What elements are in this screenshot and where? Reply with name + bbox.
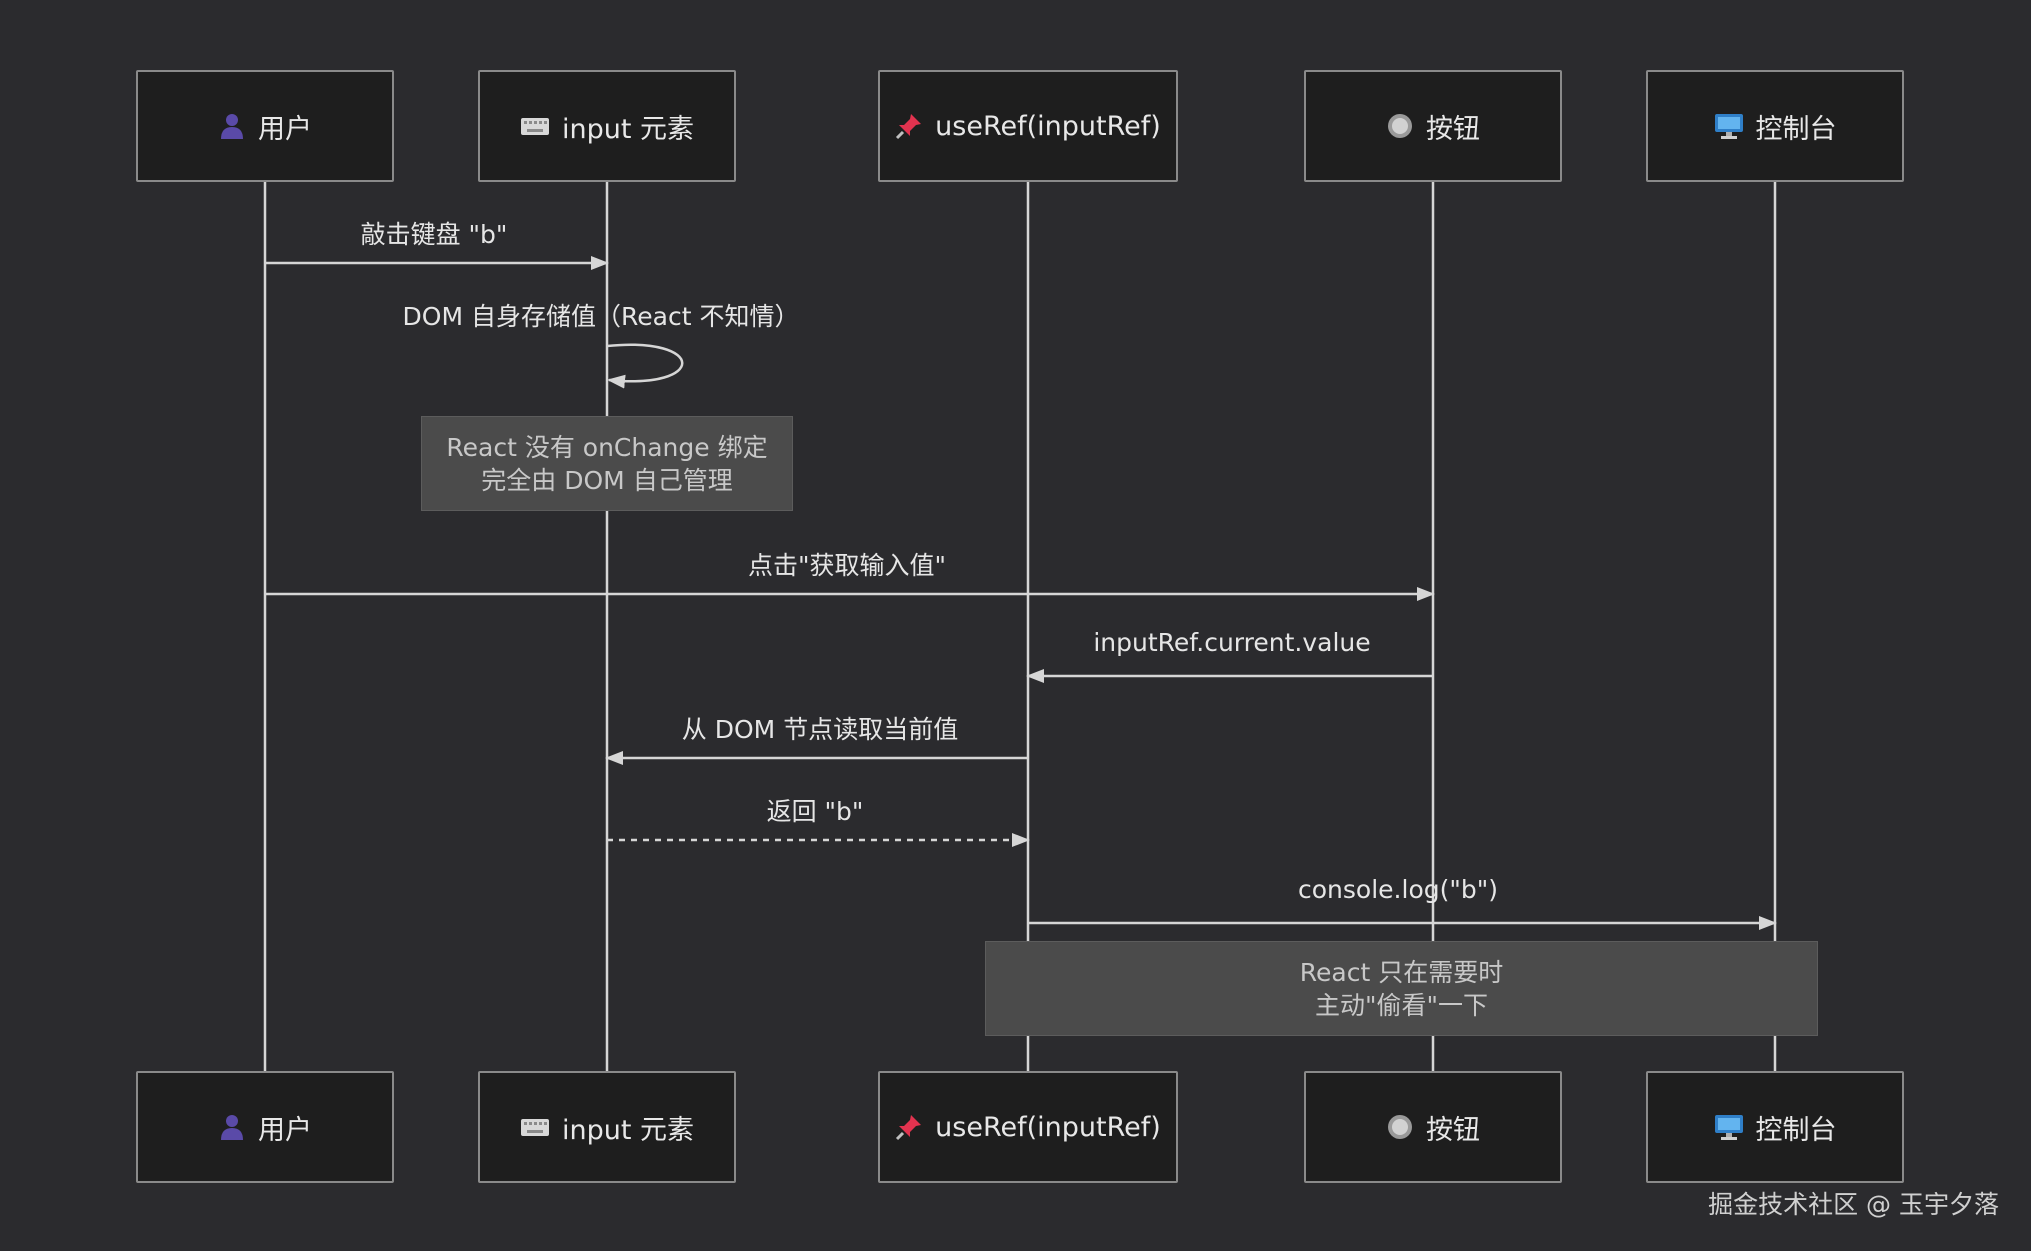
participant-console-top: 控制台 bbox=[1646, 70, 1904, 182]
pin-icon bbox=[895, 1113, 923, 1141]
participant-ref-top: useRef(inputRef) bbox=[878, 70, 1178, 182]
note-line: React 没有 onChange 绑定 bbox=[446, 432, 768, 462]
user-icon bbox=[218, 112, 246, 140]
pin-icon bbox=[895, 112, 923, 140]
participant-label: useRef(inputRef) bbox=[935, 110, 1161, 142]
monitor-icon bbox=[1714, 112, 1744, 140]
participant-input-top: input 元素 bbox=[478, 70, 736, 182]
participant-label: useRef(inputRef) bbox=[935, 1111, 1161, 1143]
note-react-peeks: React 只在需要时 主动"偷看"一下 bbox=[985, 941, 1818, 1036]
message-label-read-dom: 从 DOM 节点读取当前值 bbox=[681, 715, 959, 744]
note-dom-managed: React 没有 onChange 绑定 完全由 DOM 自己管理 bbox=[421, 416, 793, 511]
participant-label: input 元素 bbox=[561, 1114, 695, 1146]
participant-input-bottom: input 元素 bbox=[478, 1071, 736, 1183]
participant-label: 控制台 bbox=[1755, 1114, 1837, 1146]
note-line: 主动"偷看"一下 bbox=[1315, 990, 1488, 1020]
message-label-dom-stores: DOM 自身存储值（React 不知情） bbox=[402, 302, 800, 331]
message-label-console-log: console.log("b") bbox=[1298, 875, 1498, 904]
participant-console-bottom: 控制台 bbox=[1646, 1071, 1904, 1183]
message-arrows bbox=[265, 256, 1777, 930]
participant-label: 按钮 bbox=[1426, 113, 1480, 145]
monitor-icon bbox=[1714, 1113, 1744, 1141]
participant-label: 用户 bbox=[258, 113, 312, 145]
watermark: 掘金技术社区 @ 玉宇夕落 bbox=[1708, 1190, 1999, 1219]
note-line: 完全由 DOM 自己管理 bbox=[481, 465, 733, 495]
participant-button-bottom: 按钮 bbox=[1304, 1071, 1562, 1183]
keyboard-icon bbox=[520, 1116, 550, 1138]
participant-label: 按钮 bbox=[1426, 1114, 1480, 1146]
participant-label: 用户 bbox=[258, 1114, 312, 1146]
radio-button-icon bbox=[1386, 1113, 1414, 1141]
participant-label: 控制台 bbox=[1755, 113, 1837, 145]
participant-user-top: 用户 bbox=[136, 70, 394, 182]
participant-label: input 元素 bbox=[561, 113, 695, 145]
participant-user-bottom: 用户 bbox=[136, 1071, 394, 1183]
message-label-return: 返回 "b" bbox=[766, 797, 864, 826]
message-label-current-value: inputRef.current.value bbox=[1093, 628, 1371, 657]
participant-button-top: 按钮 bbox=[1304, 70, 1562, 182]
self-message-arrow bbox=[606, 343, 684, 389]
message-label-keystroke: 敲击键盘 "b" bbox=[360, 220, 508, 249]
keyboard-icon bbox=[520, 115, 550, 137]
message-label-click-button: 点击"获取输入值" bbox=[748, 551, 946, 580]
participant-ref-bottom: useRef(inputRef) bbox=[878, 1071, 1178, 1183]
radio-button-icon bbox=[1386, 112, 1414, 140]
note-line: React 只在需要时 bbox=[1299, 957, 1504, 987]
user-icon bbox=[218, 1113, 246, 1141]
